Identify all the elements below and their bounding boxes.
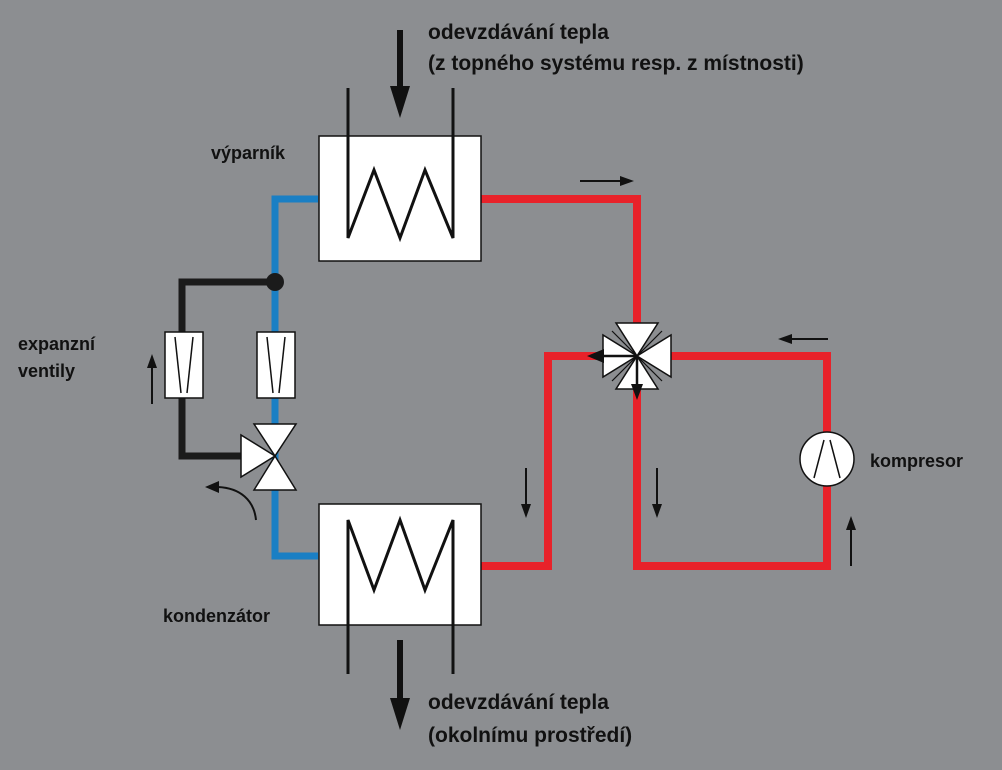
condenser-label: kondenzátor xyxy=(163,606,270,626)
evaporator-label: výparník xyxy=(211,143,286,163)
four-way-valve xyxy=(587,322,672,400)
flow-arrow-up-icon xyxy=(147,354,157,404)
compressor xyxy=(799,431,855,487)
expansion-label-line1: expanzní xyxy=(18,334,96,354)
flow-arrow-right-icon xyxy=(580,176,634,186)
junction-dot xyxy=(266,273,284,291)
heat-in-arrow xyxy=(390,30,410,118)
hot-pipe-reversing-valve-to-compressor xyxy=(633,352,831,570)
expansion-valve-left xyxy=(164,331,204,399)
hot-pipe-reversing-valve-to-condenser xyxy=(480,352,604,570)
bottom-heat-label-line2: (okolnímu prostředí) xyxy=(428,724,632,747)
hot-pipe-evaporator-to-reversing-valve xyxy=(480,195,641,330)
bottom-heat-label-line1: odevzdávání tepla xyxy=(428,691,609,714)
condenser xyxy=(318,503,482,674)
flow-arrow-curved-icon xyxy=(205,481,257,521)
three-way-valve xyxy=(240,423,298,491)
flow-arrow-down-icon xyxy=(521,468,531,518)
top-heat-label-line2: (z topného systému resp. z místnosti) xyxy=(428,52,804,75)
top-heat-label-line1: odevzdávání tepla xyxy=(428,21,609,44)
evaporator xyxy=(318,88,482,262)
compressor-label: kompresor xyxy=(870,451,963,471)
flow-arrow-up-icon xyxy=(846,516,856,566)
heat-out-arrow xyxy=(390,640,410,730)
condenser-coil xyxy=(346,515,455,674)
evaporator-coil xyxy=(346,88,455,243)
expansion-label-line2: ventily xyxy=(18,361,75,381)
flow-arrow-left-icon xyxy=(778,334,828,344)
expansion-valve-right xyxy=(256,331,296,399)
flow-arrow-down-icon xyxy=(652,468,662,518)
